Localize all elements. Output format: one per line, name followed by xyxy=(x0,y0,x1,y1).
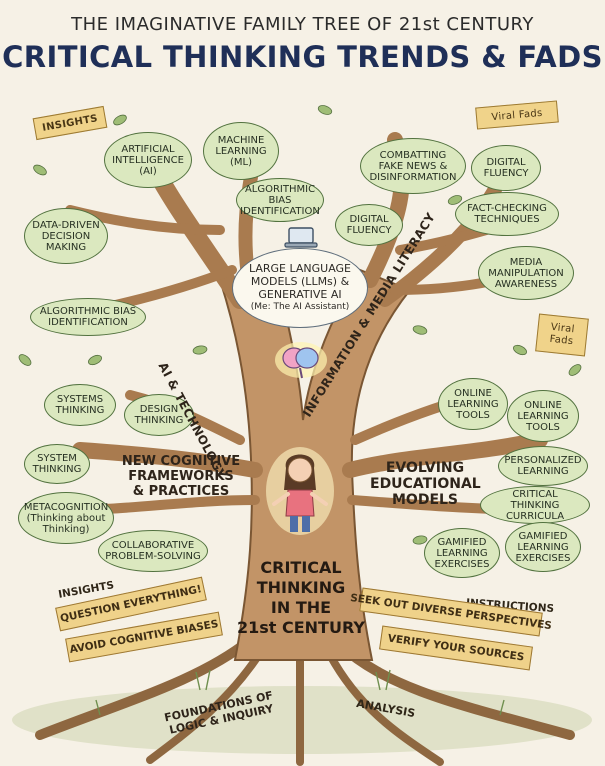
group-label-cognitive: NEW COGNITIVE FRAMEWORKS & PRACTICES xyxy=(121,454,241,499)
leaf-data-driven-label: DATA-DRIVEN DECISION MAKING xyxy=(32,219,100,253)
leaf-online-learning-2: ONLINE LEARNING TOOLS xyxy=(507,390,579,442)
trunk-label: CRITICAL THINKING IN THE 21st CENTURY xyxy=(236,558,365,637)
leaf-online-learning-1-label: ONLINE LEARNING TOOLS xyxy=(447,387,499,421)
leaf-digital-fluency-mid: DIGITAL FLUENCY xyxy=(335,204,403,246)
leaf-artificial-intelligence: ARTIFICIAL INTELLIGENCE (AI) xyxy=(104,132,192,188)
leaf-metacognition-label: METACOGNITION (Thinking about Thinking) xyxy=(23,501,109,535)
leaf-ct-curricula: CRITICAL THINKING CURRICULA xyxy=(480,486,590,524)
flag-viral-right: Viral Fads xyxy=(535,313,589,357)
flag-insights-top-label: INSIGHTS xyxy=(41,112,99,134)
group-label-educational: EVOLVING EDUCATIONAL MODELS xyxy=(370,460,481,508)
leaf-digital-fluency-right: DIGITAL FLUENCY xyxy=(471,145,541,191)
leaf-metacognition: METACOGNITION (Thinking about Thinking) xyxy=(18,492,114,544)
leaf-gamified-1: GAMIFIED LEARNING EXERCISES xyxy=(424,528,500,578)
central-llm-bubble: LARGE LANGUAGE MODELS (LLMs) & GENERATIV… xyxy=(232,248,368,328)
person-illustration xyxy=(266,447,334,535)
leaf-gamified-2-label: GAMIFIED LEARNING EXERCISES xyxy=(515,530,571,564)
leaf-digital-fluency-right-label: DIGITAL FLUENCY xyxy=(483,157,529,179)
leaf-collaborative: COLLABORATIVE PROBLEM-SOLVING xyxy=(98,530,208,572)
leaf-collaborative-label: COLLABORATIVE PROBLEM-SOLVING xyxy=(105,540,201,562)
leaf-gamified-1-label: GAMIFIED LEARNING EXERCISES xyxy=(434,536,490,570)
leaf-online-learning-1: ONLINE LEARNING TOOLS xyxy=(438,378,508,430)
leaf-algorithmic-bias-left-label: ALGORITHMIC BIAS IDENTIFICATION xyxy=(39,306,137,328)
leaf-design-thinking: DESIGN THINKING xyxy=(124,394,194,436)
leaf-algorithmic-bias-left: ALGORITHMIC BIAS IDENTIFICATION xyxy=(30,298,146,336)
leaf-system-thinking-label: SYSTEM THINKING xyxy=(32,453,82,475)
leaf-artificial-intelligence-label: ARTIFICIAL INTELLIGENCE (AI) xyxy=(112,143,184,177)
leaf-machine-learning-label: MACHINE LEARNING (ML) xyxy=(215,134,267,168)
leaf-ct-curricula-label: CRITICAL THINKING CURRICULA xyxy=(505,488,565,522)
flag-viral-right-label: Viral Fads xyxy=(549,321,576,348)
leaf-machine-learning: MACHINE LEARNING (ML) xyxy=(203,122,279,180)
leaf-personalized: PERSONALIZED LEARNING xyxy=(498,446,588,486)
leaf-fact-checking-label: FACT-CHECKING TECHNIQUES xyxy=(467,203,547,225)
central-line-1: LARGE LANGUAGE xyxy=(248,262,352,275)
central-line-3: GENERATIVE AI xyxy=(258,288,342,301)
leaf-design-thinking-label: DESIGN THINKING xyxy=(134,404,184,426)
leaf-system-thinking: SYSTEM THINKING xyxy=(24,444,90,484)
leaf-media-manipulation-label: MEDIA MANIPULATION AWARENESS xyxy=(488,256,564,290)
leaf-personalized-label: PERSONALIZED LEARNING xyxy=(504,455,582,477)
leaf-algorithmic-bias-top: ALGORITHMIC BIAS IDENTIFICATION xyxy=(236,178,324,222)
leaf-fake-news-label: COMBATTING FAKE NEWS & DISINFORMATION xyxy=(369,149,457,183)
brain-icon xyxy=(275,342,327,379)
leaf-gamified-2: GAMIFIED LEARNING EXERCISES xyxy=(505,522,581,572)
leaf-online-learning-2-label: ONLINE LEARNING TOOLS xyxy=(517,399,569,433)
leaf-systems-thinking-label: SYSTEMS THINKING xyxy=(55,394,105,416)
leaf-data-driven: DATA-DRIVEN DECISION MAKING xyxy=(24,208,108,264)
laptop-icon xyxy=(284,227,318,248)
leaf-algorithmic-bias-top-label: ALGORITHMIC BIAS IDENTIFICATION xyxy=(240,183,320,217)
title-line-2: CRITICAL THINKING TRENDS & FADS xyxy=(2,40,603,74)
leaf-fake-news: COMBATTING FAKE NEWS & DISINFORMATION xyxy=(360,138,466,194)
leaf-fact-checking: FACT-CHECKING TECHNIQUES xyxy=(455,192,559,236)
leaf-digital-fluency-mid-label: DIGITAL FLUENCY xyxy=(346,214,392,236)
flag-viral-top-label: Viral Fads xyxy=(491,107,543,123)
central-line-2: MODELS (LLMs) & xyxy=(250,275,350,288)
central-line-4: (Me: The AI Assistant) xyxy=(250,302,350,312)
title-line-1: THE IMAGINATIVE FAMILY TREE OF 21st CENT… xyxy=(71,14,534,35)
leaf-media-manipulation: MEDIA MANIPULATION AWARENESS xyxy=(478,246,574,300)
leaf-systems-thinking: SYSTEMS THINKING xyxy=(44,384,116,426)
